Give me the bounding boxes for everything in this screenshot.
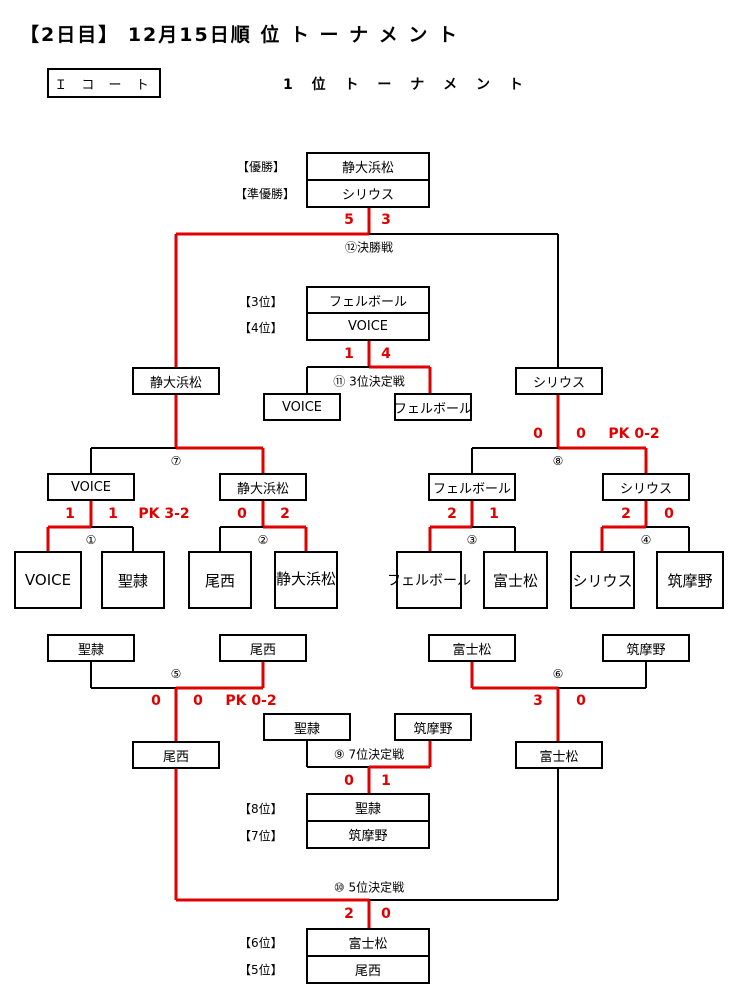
rank-label-fifth: 【5位】 (239, 963, 283, 977)
m9-score-away: 1 (381, 773, 391, 789)
consolation-team-a: 聖隷 (47, 634, 135, 662)
m12-label: ⑫決勝戦 (344, 240, 394, 255)
standing-fourth: VOICE (306, 312, 430, 341)
m11-score-away: 4 (381, 346, 391, 362)
third-place-left-team: VOICE (263, 393, 341, 421)
semi-right-top: フェルボール (428, 473, 516, 501)
standing-second: シリウス (306, 179, 430, 208)
team-chikumano: 筑摩野 (656, 551, 724, 609)
third-place-right-team: フェルボール (394, 393, 472, 421)
rank-label-sixth: 【6位】 (239, 936, 283, 950)
m2-score-away: 2 (280, 506, 290, 522)
m5-pk: PK 0-2 (225, 693, 277, 709)
team-sirius: シリウス (570, 551, 635, 609)
tournament-subtitle: 1 位 ト ー ナ メ ン ト (283, 77, 530, 93)
m3-score-away: 1 (489, 506, 499, 522)
m6-label: ⑥ (552, 667, 564, 681)
m6-score-away: 0 (576, 693, 586, 709)
m10-label: ⑩ 5位決定戦 (333, 880, 405, 895)
rank-label-third: 【3位】 (239, 295, 283, 309)
semi-left-bottom: 静大浜松 (219, 473, 307, 501)
m12-score-home: 5 (344, 212, 354, 228)
m11-score-home: 1 (344, 346, 354, 362)
m8-pk: PK 0-2 (608, 426, 660, 442)
rank-label-runner-up: 【準優勝】 (235, 187, 296, 201)
rank-label-winner: 【優勝】 (237, 160, 286, 174)
m5-score-home: 0 (151, 693, 161, 709)
m5-score-away: 0 (193, 693, 203, 709)
rank-label-fourth: 【4位】 (239, 321, 283, 335)
team-fujimatsu: 富士松 (483, 551, 548, 609)
m8-score-home: 0 (533, 426, 543, 442)
m10-score-away: 0 (381, 906, 391, 922)
consolation-team-b: 尾西 (219, 634, 307, 662)
consolation-winner-right: 富士松 (515, 741, 603, 769)
seventh-place-left-team: 聖隷 (263, 713, 351, 741)
finalist-right: シリウス (515, 367, 603, 395)
m8-label: ⑧ (552, 454, 564, 468)
m8-score-away: 0 (576, 426, 586, 442)
m5-label: ⑤ (170, 667, 182, 681)
team-voice: VOICE (14, 551, 82, 609)
m2-label: ② (257, 533, 269, 547)
m1-label: ① (85, 533, 97, 547)
team-ferbol: フェルボール (387, 551, 471, 609)
rank-label-eighth: 【8位】 (239, 802, 283, 816)
standing-third: フェルボール (306, 286, 430, 314)
team-bisai: 尾西 (188, 551, 252, 609)
m4-score-away: 0 (664, 506, 674, 522)
m10-score-home: 2 (344, 906, 354, 922)
standing-first: 静大浜松 (306, 152, 430, 181)
seventh-place-right-team: 筑摩野 (394, 713, 472, 741)
m1-score-away: 1 (108, 506, 118, 522)
consolation-team-c: 富士松 (428, 634, 516, 662)
m3-label: ③ (466, 533, 478, 547)
standing-sixth: 富士松 (306, 928, 430, 957)
consolation-winner-left: 尾西 (132, 741, 220, 769)
m3-score-home: 2 (447, 506, 457, 522)
m9-label: ⑨ 7位決定戦 (333, 747, 405, 762)
standing-eighth: 聖隷 (306, 793, 430, 822)
standing-seventh: 筑摩野 (306, 820, 430, 849)
m1-pk: PK 3-2 (138, 506, 190, 522)
m11-label: ⑪ 3位決定戦 (333, 374, 405, 389)
standing-fifth: 尾西 (306, 955, 430, 984)
page-title: 【2日目】 12月15日順 位 ト ー ナ メ ン ト (20, 24, 460, 46)
team-seirei: 聖隷 (101, 551, 165, 609)
rank-label-seventh: 【7位】 (239, 829, 283, 843)
court-label: Ｉ コ ー ト (47, 68, 161, 98)
semi-right-bottom: シリウス (602, 473, 690, 501)
m6-score-home: 3 (533, 693, 543, 709)
team-shizudai-hamamatsu: 静大浜松 (274, 551, 338, 609)
m7-label: ⑦ (170, 454, 182, 468)
m4-label: ④ (640, 533, 652, 547)
m4-score-home: 2 (621, 506, 631, 522)
m12-score-away: 3 (381, 212, 391, 228)
m1-score-home: 1 (65, 506, 75, 522)
finalist-left: 静大浜松 (132, 367, 220, 395)
m2-score-home: 0 (237, 506, 247, 522)
semi-left-top: VOICE (47, 473, 135, 501)
m9-score-home: 0 (344, 773, 354, 789)
consolation-team-d: 筑摩野 (602, 634, 690, 662)
